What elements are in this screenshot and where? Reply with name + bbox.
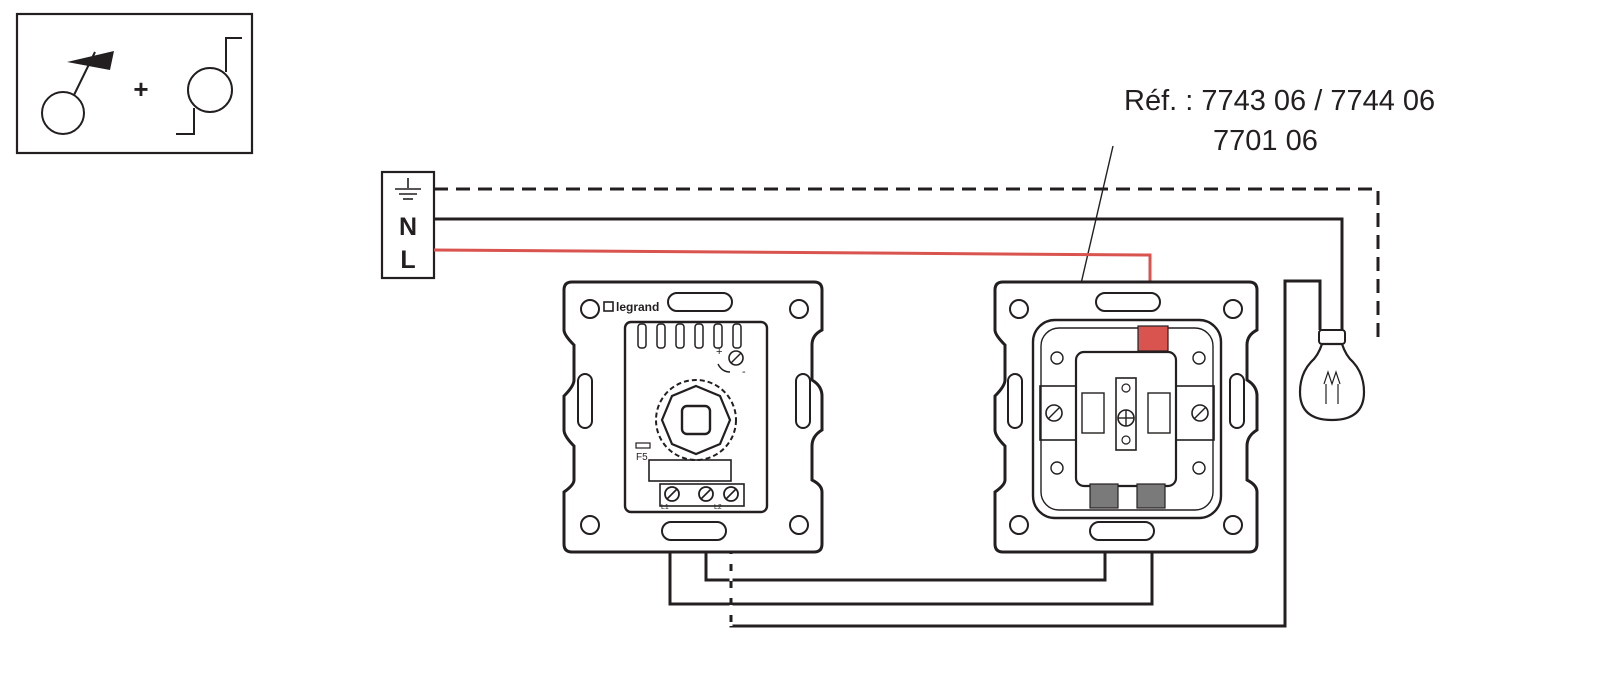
legend-box: +	[15, 12, 254, 155]
fuse-icon	[635, 442, 651, 449]
dimmer-terminals	[659, 483, 745, 507]
dimmer-trim-plus: +	[716, 346, 722, 358]
legend-plus: +	[133, 74, 148, 104]
switch-module	[993, 280, 1259, 554]
earth-wire	[434, 187, 1380, 343]
supply-terminal-block: N L	[380, 170, 436, 280]
neutral-wire	[434, 217, 1344, 330]
switch-live-contact	[1137, 325, 1169, 352]
lamp-symbol-icon	[176, 37, 242, 135]
dimmer-rotary-knob-icon	[655, 379, 737, 461]
legrand-logo-icon	[603, 301, 614, 312]
dimmer-trim-minus: -	[742, 366, 746, 378]
reference-line-2: 7701 06	[1213, 125, 1318, 157]
dimmer-symbol-icon	[41, 51, 114, 135]
dimmer-cooling-fins	[637, 323, 742, 349]
terminal-neutral: N	[399, 213, 417, 241]
terminal-live: L	[400, 246, 415, 274]
dimmer-terminal-l1: L1	[661, 504, 669, 511]
switch-output-contact-2	[1136, 483, 1166, 509]
fuse-label: F5	[636, 452, 648, 463]
reference-line-1: Réf. : 7743 06 / 7744 06	[1124, 85, 1435, 117]
dimmer-terminal-l2: L2	[714, 504, 722, 511]
switch-side-clamps	[1039, 351, 1215, 475]
light-bulb-icon	[1298, 329, 1366, 422]
switch-output-contact-1	[1089, 483, 1119, 509]
dimmer-trim-screw-icon	[728, 350, 744, 366]
dimmer-module: legrand + - F5	[562, 280, 824, 554]
earth-icon	[395, 178, 421, 200]
dimmer-brand: legrand	[616, 300, 659, 314]
